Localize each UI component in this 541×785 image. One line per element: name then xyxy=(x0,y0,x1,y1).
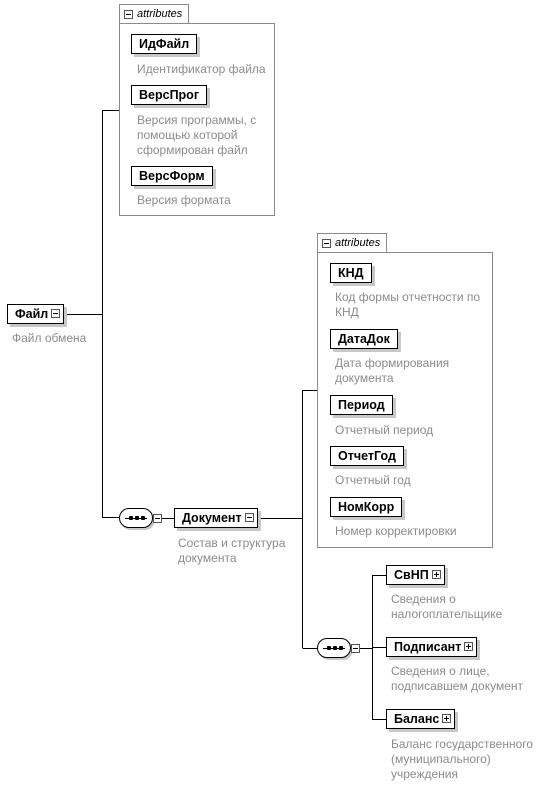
annotation-line: Сведения о лице, xyxy=(391,664,490,678)
minus-box-icon[interactable] xyxy=(351,644,360,653)
attribute-name: ВерсПрог xyxy=(139,88,200,102)
annotation-knd: Код формы отчетности по КНД xyxy=(335,290,480,320)
annotation-svnp: Сведения о налогоплательщике xyxy=(391,592,502,622)
element-name: СвНП xyxy=(394,568,429,582)
attributes-tab-document[interactable]: attributes xyxy=(317,233,388,253)
attribute-name: ДатаДок xyxy=(338,332,390,346)
sequence-compositor-icon[interactable] xyxy=(119,508,153,528)
annotation-period: Отчетный период xyxy=(335,423,434,437)
sequence-dot xyxy=(141,516,145,520)
sequence-dot xyxy=(129,516,133,520)
attribute-versprog[interactable]: ВерсПрог xyxy=(131,85,208,105)
sequence-dot xyxy=(135,516,139,520)
annotation-balans: Баланс государственного (муниципального)… xyxy=(391,737,533,782)
annotation-podpisant: Сведения о лице, подписавшем документ xyxy=(391,664,523,694)
attribute-name: ВерсФорм xyxy=(139,169,205,183)
attribute-versform[interactable]: ВерсФорм xyxy=(131,166,213,186)
attribute-name: КНД xyxy=(338,266,364,280)
attribute-idfajl[interactable]: ИдФайл xyxy=(131,34,198,54)
annotation-line: КНД xyxy=(335,305,359,319)
sequence-dot xyxy=(333,646,337,650)
attribute-name: ИдФайл xyxy=(139,37,190,51)
element-name: Подписант xyxy=(394,640,462,654)
annotation-line: помощью которой xyxy=(137,128,238,142)
annotation-line: Код формы отчетности по xyxy=(335,290,481,304)
attribute-name: НомКорр xyxy=(338,500,395,514)
minus-box-icon[interactable] xyxy=(124,10,133,19)
element-name: Файл xyxy=(15,307,49,321)
minus-box-icon[interactable] xyxy=(322,239,331,248)
sequence-dot xyxy=(327,646,331,650)
element-fajl[interactable]: Файл xyxy=(7,304,65,324)
annotation-line: налогоплательщике xyxy=(391,607,503,621)
plus-box-icon[interactable] xyxy=(464,642,474,651)
annotation-line: документа xyxy=(335,371,394,385)
attribute-name: Период xyxy=(338,398,385,412)
element-podpisant[interactable]: Подписант xyxy=(386,637,478,657)
annotation-versprog: Версия программы, с помощью которой сфор… xyxy=(137,113,256,158)
attributes-label: attributes xyxy=(137,8,183,20)
annotation-idfajl: Идентификатор файла xyxy=(137,62,266,76)
element-name: Документ xyxy=(182,511,242,525)
annotation-line: Состав и структура xyxy=(178,536,286,550)
annotation-line: документа xyxy=(178,551,237,565)
minus-box-icon[interactable] xyxy=(153,514,162,523)
annotation-line: учреждения xyxy=(391,767,458,781)
element-name: Баланс xyxy=(394,712,440,726)
sequence-compositor-icon[interactable] xyxy=(317,638,351,658)
attributes-label: attributes xyxy=(335,237,381,249)
minus-box-icon[interactable] xyxy=(244,513,254,522)
attribute-otchetgod[interactable]: ОтчетГод xyxy=(330,446,404,466)
element-dokument[interactable]: Документ xyxy=(174,508,258,528)
element-balans[interactable]: Баланс xyxy=(386,709,456,729)
minus-box-icon[interactable] xyxy=(51,309,61,318)
annotation-line: Версия программы, с xyxy=(137,113,257,127)
annotation-dokument: Состав и структура документа xyxy=(178,536,285,566)
annotation-line: подписавшем документ xyxy=(391,679,524,693)
annotation-nomkorr: Номер корректировки xyxy=(335,524,457,538)
annotation-line: сформирован файл xyxy=(137,143,248,157)
annotation-line: (муниципального) xyxy=(391,752,491,766)
annotation-versform: Версия формата xyxy=(137,193,231,207)
attribute-name: ОтчетГод xyxy=(338,449,396,463)
attribute-nomkorr[interactable]: НомКорр xyxy=(330,497,403,517)
attribute-period[interactable]: Период xyxy=(330,395,393,415)
plus-box-icon[interactable] xyxy=(431,570,441,579)
annotation-line: Сведения о xyxy=(391,592,456,606)
annotation-line: Дата формирования xyxy=(335,356,450,370)
annotation-otchetgod: Отчетный год xyxy=(335,473,411,487)
attribute-datadok[interactable]: ДатаДок xyxy=(330,329,398,349)
element-svnp[interactable]: СвНП xyxy=(386,565,445,585)
attribute-knd[interactable]: КНД xyxy=(330,263,372,283)
annotation-fajl: Файл обмена xyxy=(12,331,87,345)
sequence-dot xyxy=(339,646,343,650)
plus-box-icon[interactable] xyxy=(442,714,452,723)
annotation-datadok: Дата формирования документа xyxy=(335,356,449,386)
attributes-tab-root[interactable]: attributes xyxy=(119,4,190,24)
annotation-line: Баланс государственного xyxy=(391,737,534,751)
